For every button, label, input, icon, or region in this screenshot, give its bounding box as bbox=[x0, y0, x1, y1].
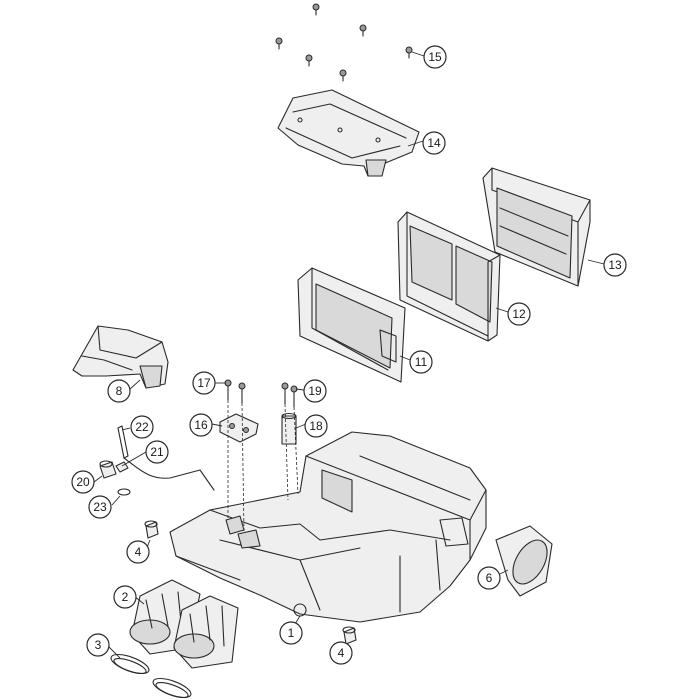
callout-16: 16 bbox=[189, 413, 213, 437]
screw bbox=[275, 37, 283, 50]
airbox-housing-1 bbox=[169, 431, 487, 623]
callout-14: 14 bbox=[422, 131, 446, 155]
callout-17: 17 bbox=[192, 371, 216, 395]
callout-1: 1 bbox=[279, 621, 303, 645]
assembly-guides bbox=[227, 400, 299, 533]
svg-text:13: 13 bbox=[608, 258, 622, 272]
bolt-17 bbox=[224, 379, 246, 404]
callout-4-right: 4 bbox=[329, 641, 353, 665]
svg-text:21: 21 bbox=[150, 445, 164, 459]
callout-22: 22 bbox=[130, 415, 154, 439]
screw bbox=[305, 54, 313, 67]
callout-4-left: 4 bbox=[126, 540, 150, 564]
callout-23: 23 bbox=[88, 495, 112, 519]
svg-text:11: 11 bbox=[415, 355, 428, 369]
svg-text:19: 19 bbox=[308, 384, 322, 398]
callout-19: 19 bbox=[303, 379, 327, 403]
callout-6: 6 bbox=[477, 566, 501, 590]
leader-lines bbox=[93, 51, 605, 659]
svg-text:22: 22 bbox=[135, 420, 149, 434]
airbox-lid-14 bbox=[277, 89, 420, 177]
svg-text:18: 18 bbox=[309, 419, 323, 433]
svg-text:12: 12 bbox=[512, 307, 526, 321]
callout-21: 21 bbox=[145, 440, 169, 464]
bolt-19 bbox=[281, 382, 298, 408]
filter-cage-12 bbox=[397, 211, 501, 342]
screw bbox=[359, 24, 367, 37]
callout-2: 2 bbox=[113, 585, 137, 609]
callout-3: 3 bbox=[86, 633, 110, 657]
callout-8: 8 bbox=[107, 379, 131, 403]
breather-hose-22 bbox=[117, 425, 215, 491]
screw bbox=[339, 69, 347, 82]
screw bbox=[405, 46, 413, 59]
svg-text:20: 20 bbox=[76, 475, 90, 489]
svg-text:14: 14 bbox=[427, 136, 441, 150]
rubber-boot-6 bbox=[495, 525, 553, 597]
svg-text:17: 17 bbox=[197, 376, 211, 390]
air-filter-11 bbox=[297, 267, 406, 383]
o-ring-23 bbox=[117, 488, 131, 496]
callout-13: 13 bbox=[603, 253, 627, 277]
spacer-18 bbox=[281, 412, 297, 445]
svg-text:8: 8 bbox=[116, 384, 123, 398]
svg-text:1: 1 bbox=[288, 626, 295, 640]
screw bbox=[312, 3, 320, 16]
callout-18: 18 bbox=[304, 414, 328, 438]
screw-set-15 bbox=[275, 3, 413, 82]
grommet-4 bbox=[144, 520, 357, 645]
clamp-plate-16 bbox=[219, 413, 259, 443]
callout-12: 12 bbox=[507, 302, 531, 326]
svg-text:15: 15 bbox=[428, 50, 442, 64]
svg-text:6: 6 bbox=[486, 571, 493, 585]
svg-text:4: 4 bbox=[338, 646, 345, 660]
callout-20: 20 bbox=[71, 470, 95, 494]
svg-text:23: 23 bbox=[93, 500, 107, 514]
filter-frame-13 bbox=[482, 167, 591, 287]
svg-text:3: 3 bbox=[95, 638, 102, 652]
svg-text:4: 4 bbox=[135, 545, 142, 559]
hose-clamp-3 bbox=[110, 653, 192, 699]
breather-fitting-20 bbox=[99, 460, 117, 479]
svg-text:2: 2 bbox=[122, 590, 129, 604]
intake-duct-8 bbox=[72, 325, 169, 389]
callout-15: 15 bbox=[423, 45, 447, 69]
callout-11: 11 bbox=[409, 350, 433, 374]
svg-text:16: 16 bbox=[194, 418, 208, 432]
intake-sleeve-2 bbox=[129, 579, 239, 669]
